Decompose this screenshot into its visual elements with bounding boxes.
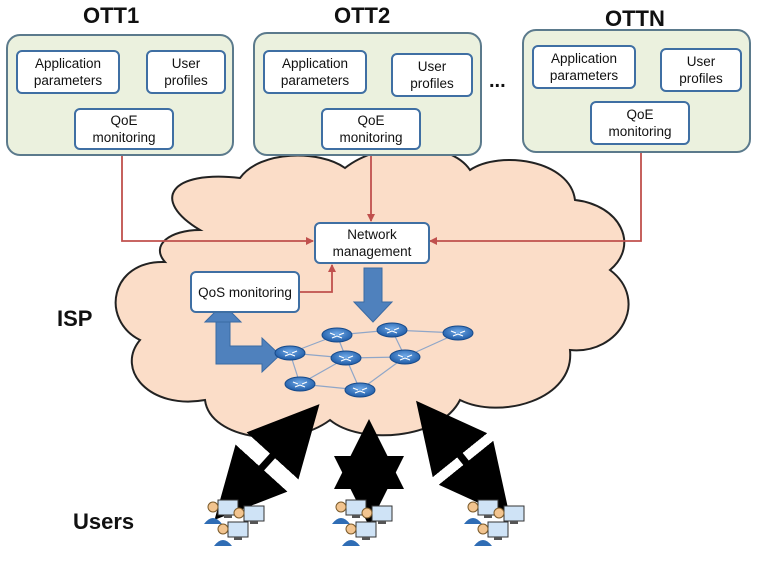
ott2-user-profiles: User profiles (391, 53, 473, 97)
ott1-application-parameters: Application parameters (16, 50, 120, 94)
ott2-application-parameters: Application parameters (263, 50, 367, 94)
ott1-user-profiles: User profiles (146, 50, 226, 94)
qos-monitoring: QoS monitoring (190, 271, 300, 313)
ott1-title: OTT1 (83, 3, 140, 28)
router-icon (330, 350, 362, 366)
ott1-qoe-monitoring: QoE monitoring (74, 108, 174, 150)
router-icon (344, 382, 376, 398)
user-link-right (416, 400, 510, 518)
ott2-box: Application parameters User profiles QoE… (253, 32, 482, 156)
ott2-qoe-monitoring: QoE monitoring (321, 108, 421, 150)
more-providers-ellipsis: ... (489, 70, 506, 92)
user-link-left (214, 404, 320, 520)
user-group-icon (464, 499, 525, 546)
user-group-icon (204, 499, 265, 546)
router-icon (321, 327, 353, 343)
network-management: Network management (314, 222, 430, 264)
ottn-title: OTTN (605, 6, 665, 31)
ottn-user-profiles: User profiles (660, 48, 742, 92)
ott1-box: Application parameters User profiles QoE… (6, 34, 234, 156)
link-ott1-to-netmgmt (121, 148, 314, 245)
monitoring-elbow-arrow (215, 319, 281, 374)
ottn-qoe-monitoring: QoE monitoring (590, 101, 690, 145)
router-icon (442, 325, 474, 341)
router-icon (376, 322, 408, 338)
link-ottn-to-netmgmt (429, 150, 642, 245)
isp-label: ISP (57, 306, 93, 331)
ottn-box: Application parameters User profiles QoE… (522, 29, 751, 153)
ottn-application-parameters: Application parameters (532, 45, 636, 89)
router-icon (389, 349, 421, 365)
link-qos-to-netmgmt (300, 264, 336, 293)
control-arrow-down (352, 267, 394, 323)
ott2-title: OTT2 (334, 3, 391, 28)
routers (274, 322, 474, 398)
router-icon (274, 345, 306, 361)
user-group-icon (332, 499, 393, 546)
router-icon (284, 376, 316, 392)
monitoring-elbow-arrow-head (203, 303, 243, 323)
users-label: Users (73, 509, 135, 534)
